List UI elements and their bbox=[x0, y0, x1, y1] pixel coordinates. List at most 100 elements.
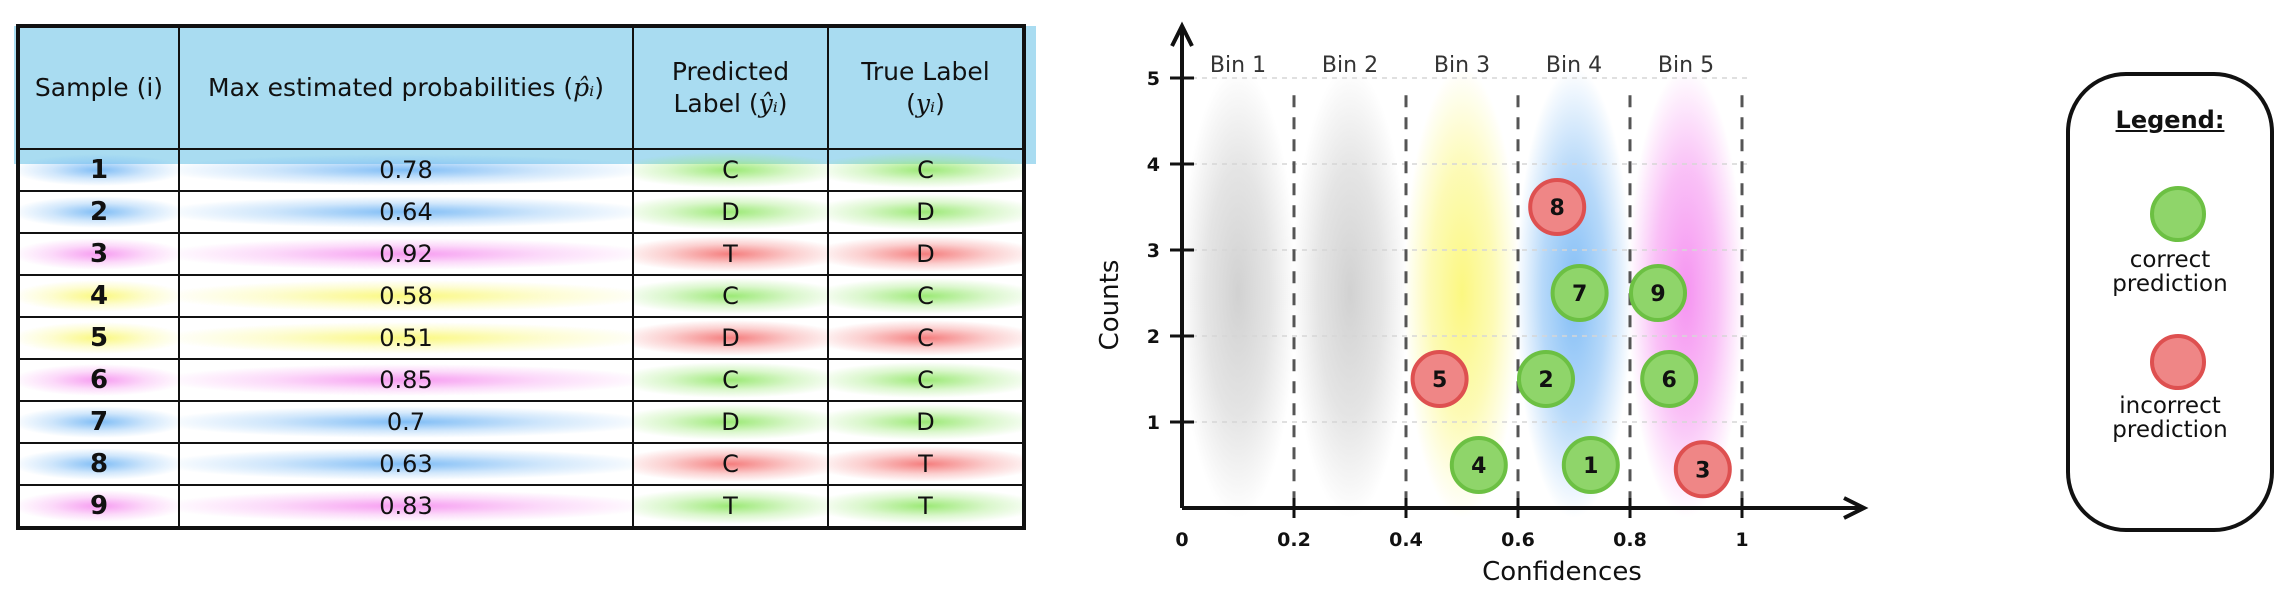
bin-label: Bin 1 bbox=[1210, 53, 1266, 78]
sample-point-label: 7 bbox=[1572, 282, 1587, 307]
table-header-row: Sample (i) Max estimated probabilities (… bbox=[17, 25, 1025, 150]
bin-label: Bin 2 bbox=[1322, 53, 1378, 78]
y-axis-label: Counts bbox=[1095, 260, 1125, 351]
x-tick-label: 0.8 bbox=[1613, 529, 1647, 551]
correct-marker-icon bbox=[1517, 350, 1575, 408]
x-axis-arrow-icon bbox=[1843, 496, 1869, 520]
legend-title: Legend: bbox=[2115, 106, 2225, 134]
legend-box: Legend: correct prediction incorrect pre… bbox=[2066, 72, 2274, 532]
sample-point: 7 bbox=[1550, 264, 1609, 322]
sample-point-label: 8 bbox=[1550, 196, 1565, 221]
bin-glow bbox=[1292, 68, 1408, 518]
cell-sample: 4 bbox=[17, 274, 180, 318]
header-max-prob: Max estimated probabilities (p̂ᵢ) bbox=[178, 25, 634, 150]
correct-marker-icon bbox=[1640, 350, 1699, 408]
bin-label: Bin 4 bbox=[1546, 53, 1602, 78]
cell-true-label: C bbox=[827, 358, 1025, 402]
sample-point: 4 bbox=[1449, 436, 1508, 494]
y-tick-label: 3 bbox=[1147, 240, 1160, 262]
header-true-symbol: yᵢ bbox=[915, 89, 936, 118]
sample-point: 9 bbox=[1629, 264, 1687, 322]
header-max-prob-text: Max estimated probabilities ( bbox=[208, 73, 574, 102]
header-true-close: ) bbox=[935, 89, 945, 118]
cell-predicted: D bbox=[632, 400, 829, 444]
sample-point: 8 bbox=[1528, 178, 1587, 236]
sample-point-label: 9 bbox=[1650, 282, 1665, 307]
header-true-line1: True Label bbox=[861, 57, 990, 86]
cell-predicted: C bbox=[632, 274, 829, 318]
gridlines bbox=[1182, 77, 1752, 423]
sample-point-label: 3 bbox=[1695, 458, 1710, 483]
y-tick-label: 4 bbox=[1147, 154, 1160, 176]
correct-marker-icon bbox=[1449, 436, 1508, 494]
calibration-table: Sample (i) Max estimated probabilities (… bbox=[16, 24, 1026, 530]
header-true-label: True Label (yᵢ) bbox=[827, 25, 1025, 150]
cell-sample: 2 bbox=[17, 190, 180, 234]
header-true-open: ( bbox=[906, 89, 916, 118]
header-sample: Sample (i) bbox=[17, 25, 180, 150]
correct-marker-icon bbox=[1629, 264, 1687, 322]
cell-sample: 3 bbox=[17, 232, 180, 276]
x-tick-label: 1 bbox=[1735, 529, 1748, 551]
cell-true-label: T bbox=[827, 484, 1025, 529]
sample-point: 2 bbox=[1517, 350, 1575, 408]
header-max-prob-close: ) bbox=[594, 73, 604, 102]
cell-probability: 0.58 bbox=[178, 274, 634, 318]
calibration-table-panel: Sample (i) Max estimated probabilities (… bbox=[8, 18, 1036, 544]
cell-probability: 0.83 bbox=[178, 484, 634, 529]
cell-true-label: D bbox=[827, 400, 1025, 444]
header-sample-label: Sample (i) bbox=[34, 73, 164, 102]
sample-point: 5 bbox=[1410, 350, 1469, 408]
correct-marker-icon bbox=[1550, 264, 1609, 322]
correct-marker-icon bbox=[1561, 436, 1620, 494]
cell-sample: 6 bbox=[17, 358, 180, 402]
cell-probability: 0.85 bbox=[178, 358, 634, 402]
header-predicted-line2: Label ( bbox=[673, 89, 759, 118]
header-predicted: Predicted Label (ŷᵢ) bbox=[632, 25, 829, 150]
cell-probability: 0.7 bbox=[178, 400, 634, 444]
cell-predicted: C bbox=[632, 442, 829, 486]
cell-probability: 0.51 bbox=[178, 316, 634, 360]
legend-correct-label: correct prediction bbox=[2112, 247, 2228, 297]
incorrect-marker-icon bbox=[1528, 178, 1587, 236]
sample-point-label: 4 bbox=[1471, 454, 1486, 479]
cell-predicted: D bbox=[632, 190, 829, 234]
cell-sample: 8 bbox=[17, 442, 180, 486]
sample-point: 1 bbox=[1561, 436, 1620, 494]
x-tick-label: 0.4 bbox=[1389, 529, 1423, 551]
x-tick-label: 0.6 bbox=[1501, 529, 1535, 551]
cell-predicted: C bbox=[632, 358, 829, 402]
cell-probability: 0.63 bbox=[178, 442, 634, 486]
cell-probability: 0.78 bbox=[178, 148, 634, 192]
y-tick-label: 2 bbox=[1147, 326, 1160, 348]
header-max-prob-symbol: p̂ᵢ bbox=[573, 73, 595, 102]
cell-probability: 0.92 bbox=[178, 232, 634, 276]
bin-glow bbox=[1180, 68, 1296, 518]
cell-true-label: C bbox=[827, 274, 1025, 318]
x-axis-label: Confidences bbox=[1482, 557, 1642, 587]
x-tick-label: 0 bbox=[1175, 529, 1188, 551]
cell-sample: 7 bbox=[17, 400, 180, 444]
sample-point-label: 1 bbox=[1583, 454, 1598, 479]
header-predicted-close: ) bbox=[777, 89, 788, 118]
incorrect-marker-icon bbox=[2150, 334, 2206, 390]
cell-predicted: T bbox=[632, 484, 829, 529]
y-axis-arrow-icon bbox=[1170, 21, 1194, 47]
cell-true-label: C bbox=[827, 316, 1025, 360]
sample-point-label: 2 bbox=[1538, 368, 1553, 393]
header-predicted-symbol: ŷᵢ bbox=[758, 89, 778, 118]
cell-true-label: D bbox=[827, 190, 1025, 234]
cell-predicted: T bbox=[632, 232, 829, 276]
sample-point-label: 6 bbox=[1662, 368, 1677, 393]
cell-predicted: D bbox=[632, 316, 829, 360]
